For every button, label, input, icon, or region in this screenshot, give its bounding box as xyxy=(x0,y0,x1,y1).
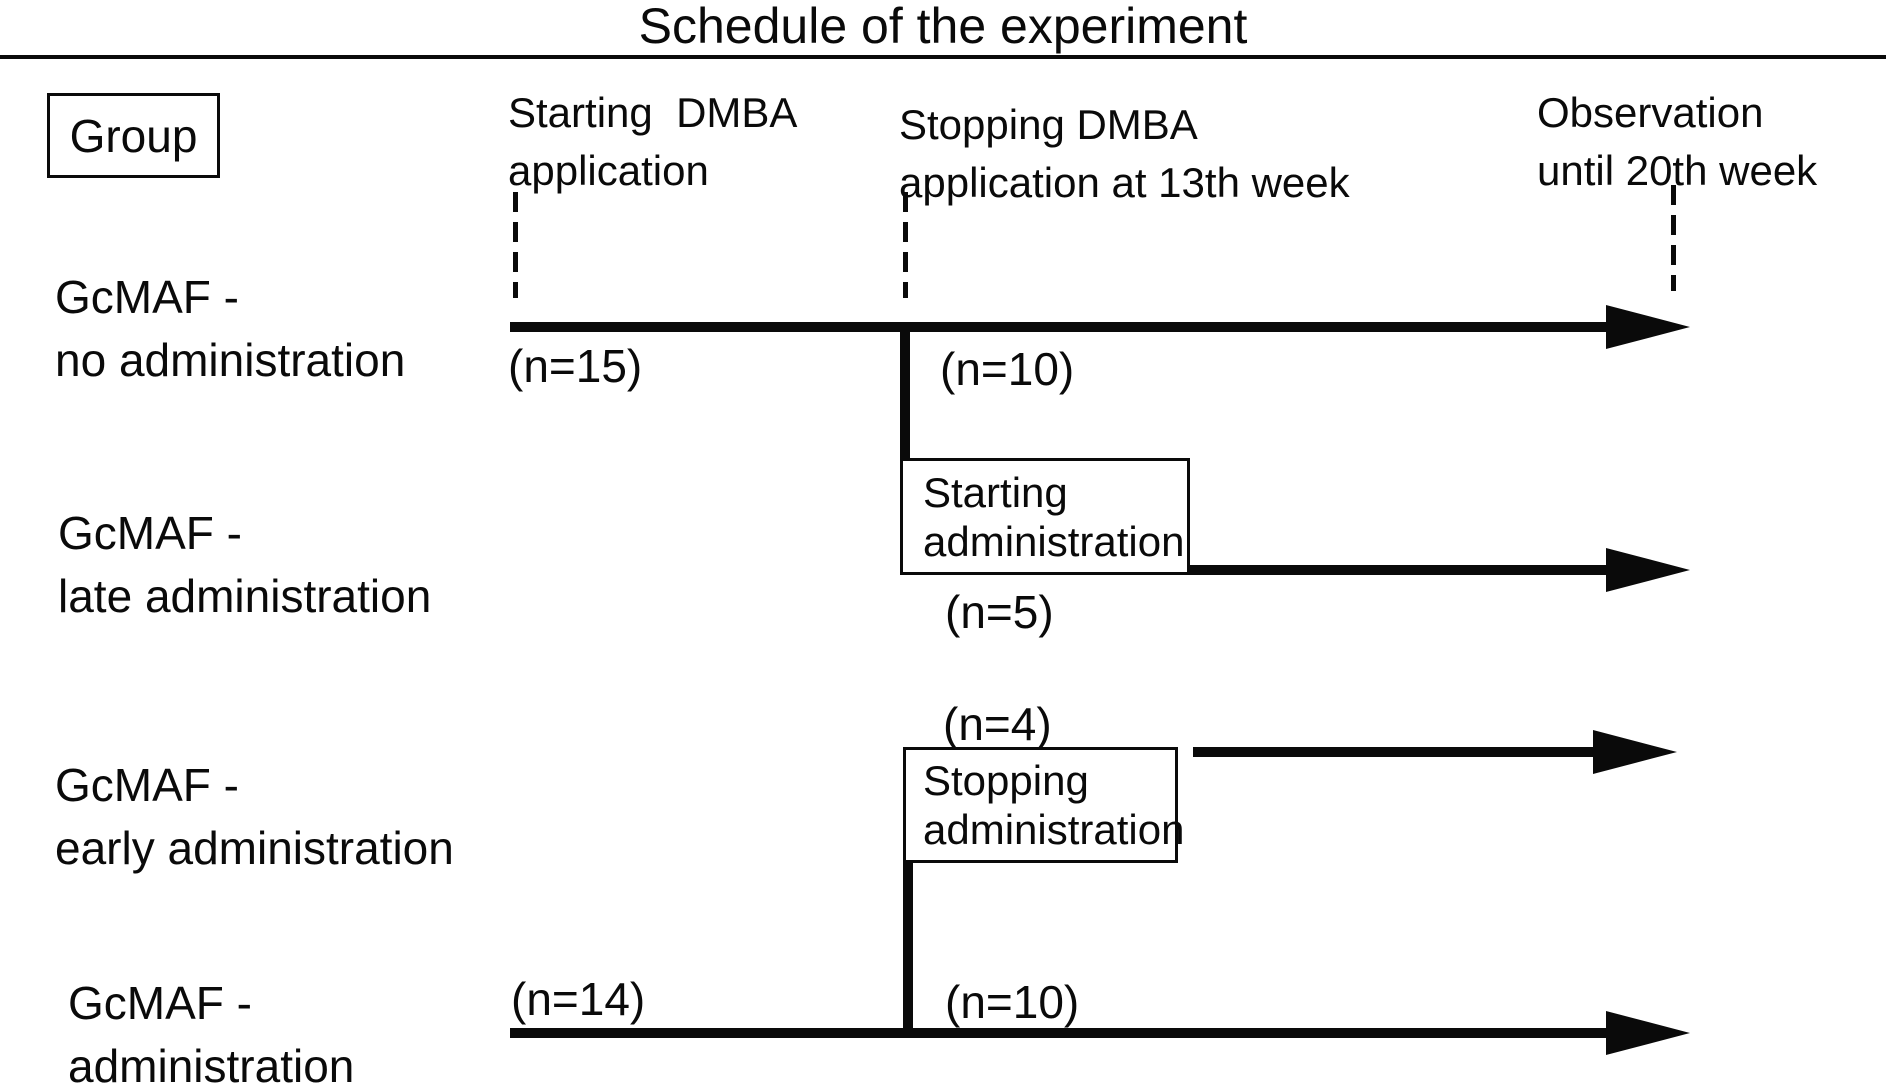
group-box: Group xyxy=(47,93,220,178)
diagram-title: Schedule of the experiment xyxy=(638,0,1248,54)
dashed-marker-observation xyxy=(1671,185,1676,291)
column-header-stopping-dmba: Stopping DMBA application at 13th week xyxy=(899,101,1350,206)
group-label-no-administration: GcMAF - no administration xyxy=(55,271,406,386)
column-header-observation: Observation until 20th week xyxy=(1537,89,1818,194)
n-count-row3-after: (n=4) xyxy=(943,698,1052,750)
timeline-row3 xyxy=(1193,747,1593,757)
arrowhead-icon xyxy=(1606,305,1690,349)
column-header-starting-dmba: Starting DMBA application xyxy=(508,89,798,194)
timeline-row1 xyxy=(510,322,1606,332)
group-label-administration: GcMAF - administration xyxy=(68,977,355,1085)
dashed-marker-stopping-dmba xyxy=(903,192,908,298)
group-box-label: Group xyxy=(69,109,198,162)
stopping-administration-box: Stopping administration xyxy=(903,747,1184,863)
n-count-row4-after: (n=10) xyxy=(945,976,1080,1028)
title-divider-line xyxy=(0,55,1886,59)
connector-row1-to-box xyxy=(900,327,910,458)
group-label-early-administration: GcMAF - early administration xyxy=(55,759,454,874)
n-count-row4-start: (n=14) xyxy=(511,973,646,1025)
arrowhead-icon xyxy=(1606,548,1690,592)
starting-administration-box: Starting administration xyxy=(900,458,1190,575)
n-count-row2-after: (n=5) xyxy=(945,586,1054,638)
arrowhead-icon xyxy=(1593,730,1677,774)
connector-box-to-row4 xyxy=(903,863,913,1033)
arrowhead-icon xyxy=(1606,1011,1690,1055)
n-count-row1-after: (n=10) xyxy=(940,343,1075,395)
dashed-marker-starting-dmba xyxy=(513,192,518,298)
timeline-row2 xyxy=(1187,565,1606,575)
n-count-row1-start: (n=15) xyxy=(508,340,643,392)
group-label-late-administration: GcMAF - late administration xyxy=(58,507,432,622)
timeline-row4 xyxy=(510,1028,1606,1038)
